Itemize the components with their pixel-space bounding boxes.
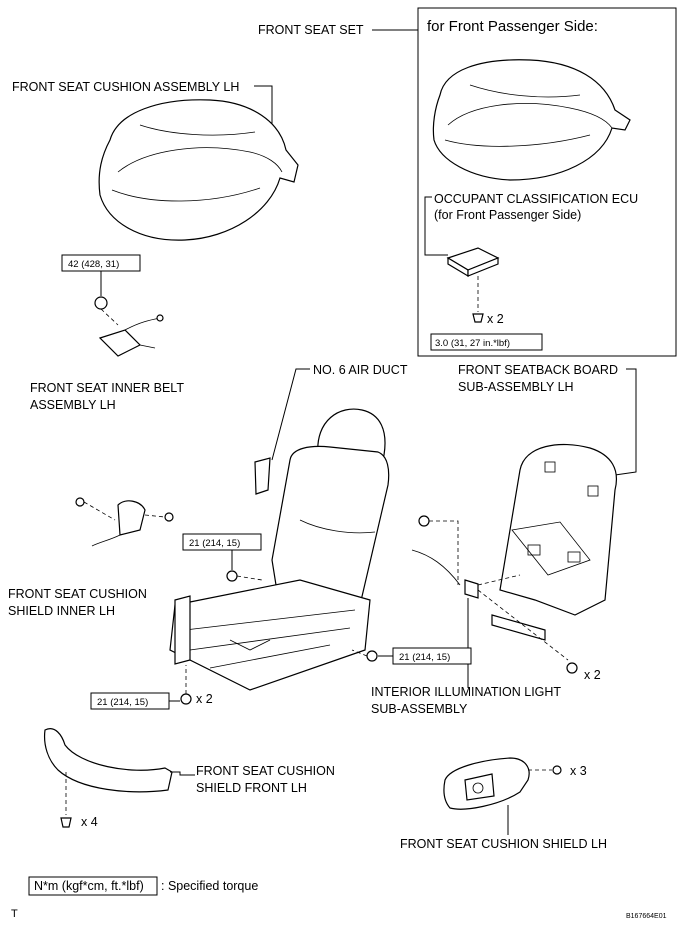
torque-ecu: 3.0 (31, 27 in.*lbf): [435, 338, 510, 349]
inner-belt-part: [98, 314, 164, 357]
shield-inner-part: [91, 500, 146, 547]
label-cushion-assembly: FRONT SEAT CUSHION ASSEMBLY LH: [12, 80, 239, 94]
label-illum-light-sub: SUB-ASSEMBLY: [371, 702, 468, 716]
inset-title: for Front Passenger Side:: [427, 18, 598, 35]
shield-front-part: [43, 728, 173, 793]
label-shield-inner-sub: SHIELD INNER LH: [8, 604, 115, 618]
shield-lh-screw-icon: [552, 765, 562, 775]
qty-shield-front-screws: x 4: [81, 815, 98, 829]
leader-seatback-board: [614, 368, 637, 476]
label-occupant-ecu-sub: (for Front Passenger Side): [434, 208, 581, 222]
qty-shield-lh-screws: x 3: [570, 764, 587, 778]
main-seat-cushion: [98, 99, 299, 241]
seat-left-bolt-dash: [236, 575, 263, 581]
shield-inner-screw-icon: [75, 497, 85, 507]
seat-bottom-bolt-icon: [180, 693, 192, 705]
leader-air-duct: [271, 368, 310, 461]
seat-left-bolt-icon: [226, 570, 238, 582]
shield-front-screw-icon: [60, 817, 72, 828]
torque-seat-right: 21 (214, 15): [399, 652, 450, 663]
leader-shield-front: [170, 771, 195, 776]
legend-unit-box: [28, 876, 158, 896]
label-front-seat-set: FRONT SEAT SET: [258, 23, 364, 37]
label-shield-front: FRONT SEAT CUSHION: [196, 764, 335, 778]
illum-light-part: [411, 549, 479, 599]
qty-seatback-screws: x 2: [584, 668, 601, 682]
belt-bolt-dash: [100, 308, 119, 326]
label-seatback-board-sub: SUB-ASSEMBLY LH: [458, 380, 574, 394]
occupant-ecu-part: [446, 247, 500, 278]
label-inner-belt-sub: ASSEMBLY LH: [30, 398, 116, 412]
label-shield-inner: FRONT SEAT CUSHION: [8, 587, 147, 601]
label-inner-belt: FRONT SEAT INNER BELT: [30, 381, 184, 395]
torque-box-seat-left: [182, 533, 262, 551]
legend-text: : Specified torque: [161, 879, 258, 893]
seat-right-bolt-dash: [351, 649, 368, 657]
seat-right-bolt-icon: [366, 650, 378, 662]
shield-lh-part: [443, 757, 530, 810]
leader-ecu: [424, 196, 448, 256]
qty-ecu-bolts: x 2: [487, 312, 504, 326]
front-seat-part: [169, 408, 390, 691]
torque-seat-left: 21 (214, 15): [189, 538, 240, 549]
shield-inner-clip-dash: [144, 514, 166, 518]
torque-belt: 42 (428, 31): [68, 259, 119, 270]
seatback-screw-icon: [566, 662, 578, 674]
torque-seat-bottom: 21 (214, 15): [97, 697, 148, 708]
legend-unit: N*m (kgf*cm, ft.*lbf): [34, 879, 144, 893]
shield-inner-screw-dash: [83, 501, 116, 521]
illum-mount-dash: [477, 574, 521, 586]
torque-box-ecu: [430, 333, 543, 351]
seatback-board-part: [491, 443, 617, 641]
label-shield-lh: FRONT SEAT CUSHION SHIELD LH: [400, 837, 607, 851]
figure-id: B167664E01: [626, 913, 667, 920]
ecu-bolt-icon: [472, 313, 484, 323]
label-occupant-ecu: OCCUPANT CLASSIFICATION ECU: [434, 192, 638, 206]
air-duct-part: [254, 457, 271, 495]
belt-bolt-icon: [94, 296, 108, 310]
seatback-screw-dash: [477, 589, 569, 661]
passenger-seat-cushion: [432, 59, 631, 181]
shield-inner-clip-icon: [164, 512, 174, 522]
label-seatback-board: FRONT SEATBACK BOARD: [458, 363, 618, 377]
illum-screw-dash: [429, 520, 459, 585]
footer-left-mark: T: [11, 908, 18, 920]
label-illum-light: INTERIOR ILLUMINATION LIGHT: [371, 685, 561, 699]
qty-seat-bottom-bolts: x 2: [196, 692, 213, 706]
label-air-duct: NO. 6 AIR DUCT: [313, 363, 408, 377]
passenger-side-inset: [417, 7, 677, 357]
illum-screw-icon: [418, 515, 430, 527]
label-shield-front-sub: SHIELD FRONT LH: [196, 781, 307, 795]
